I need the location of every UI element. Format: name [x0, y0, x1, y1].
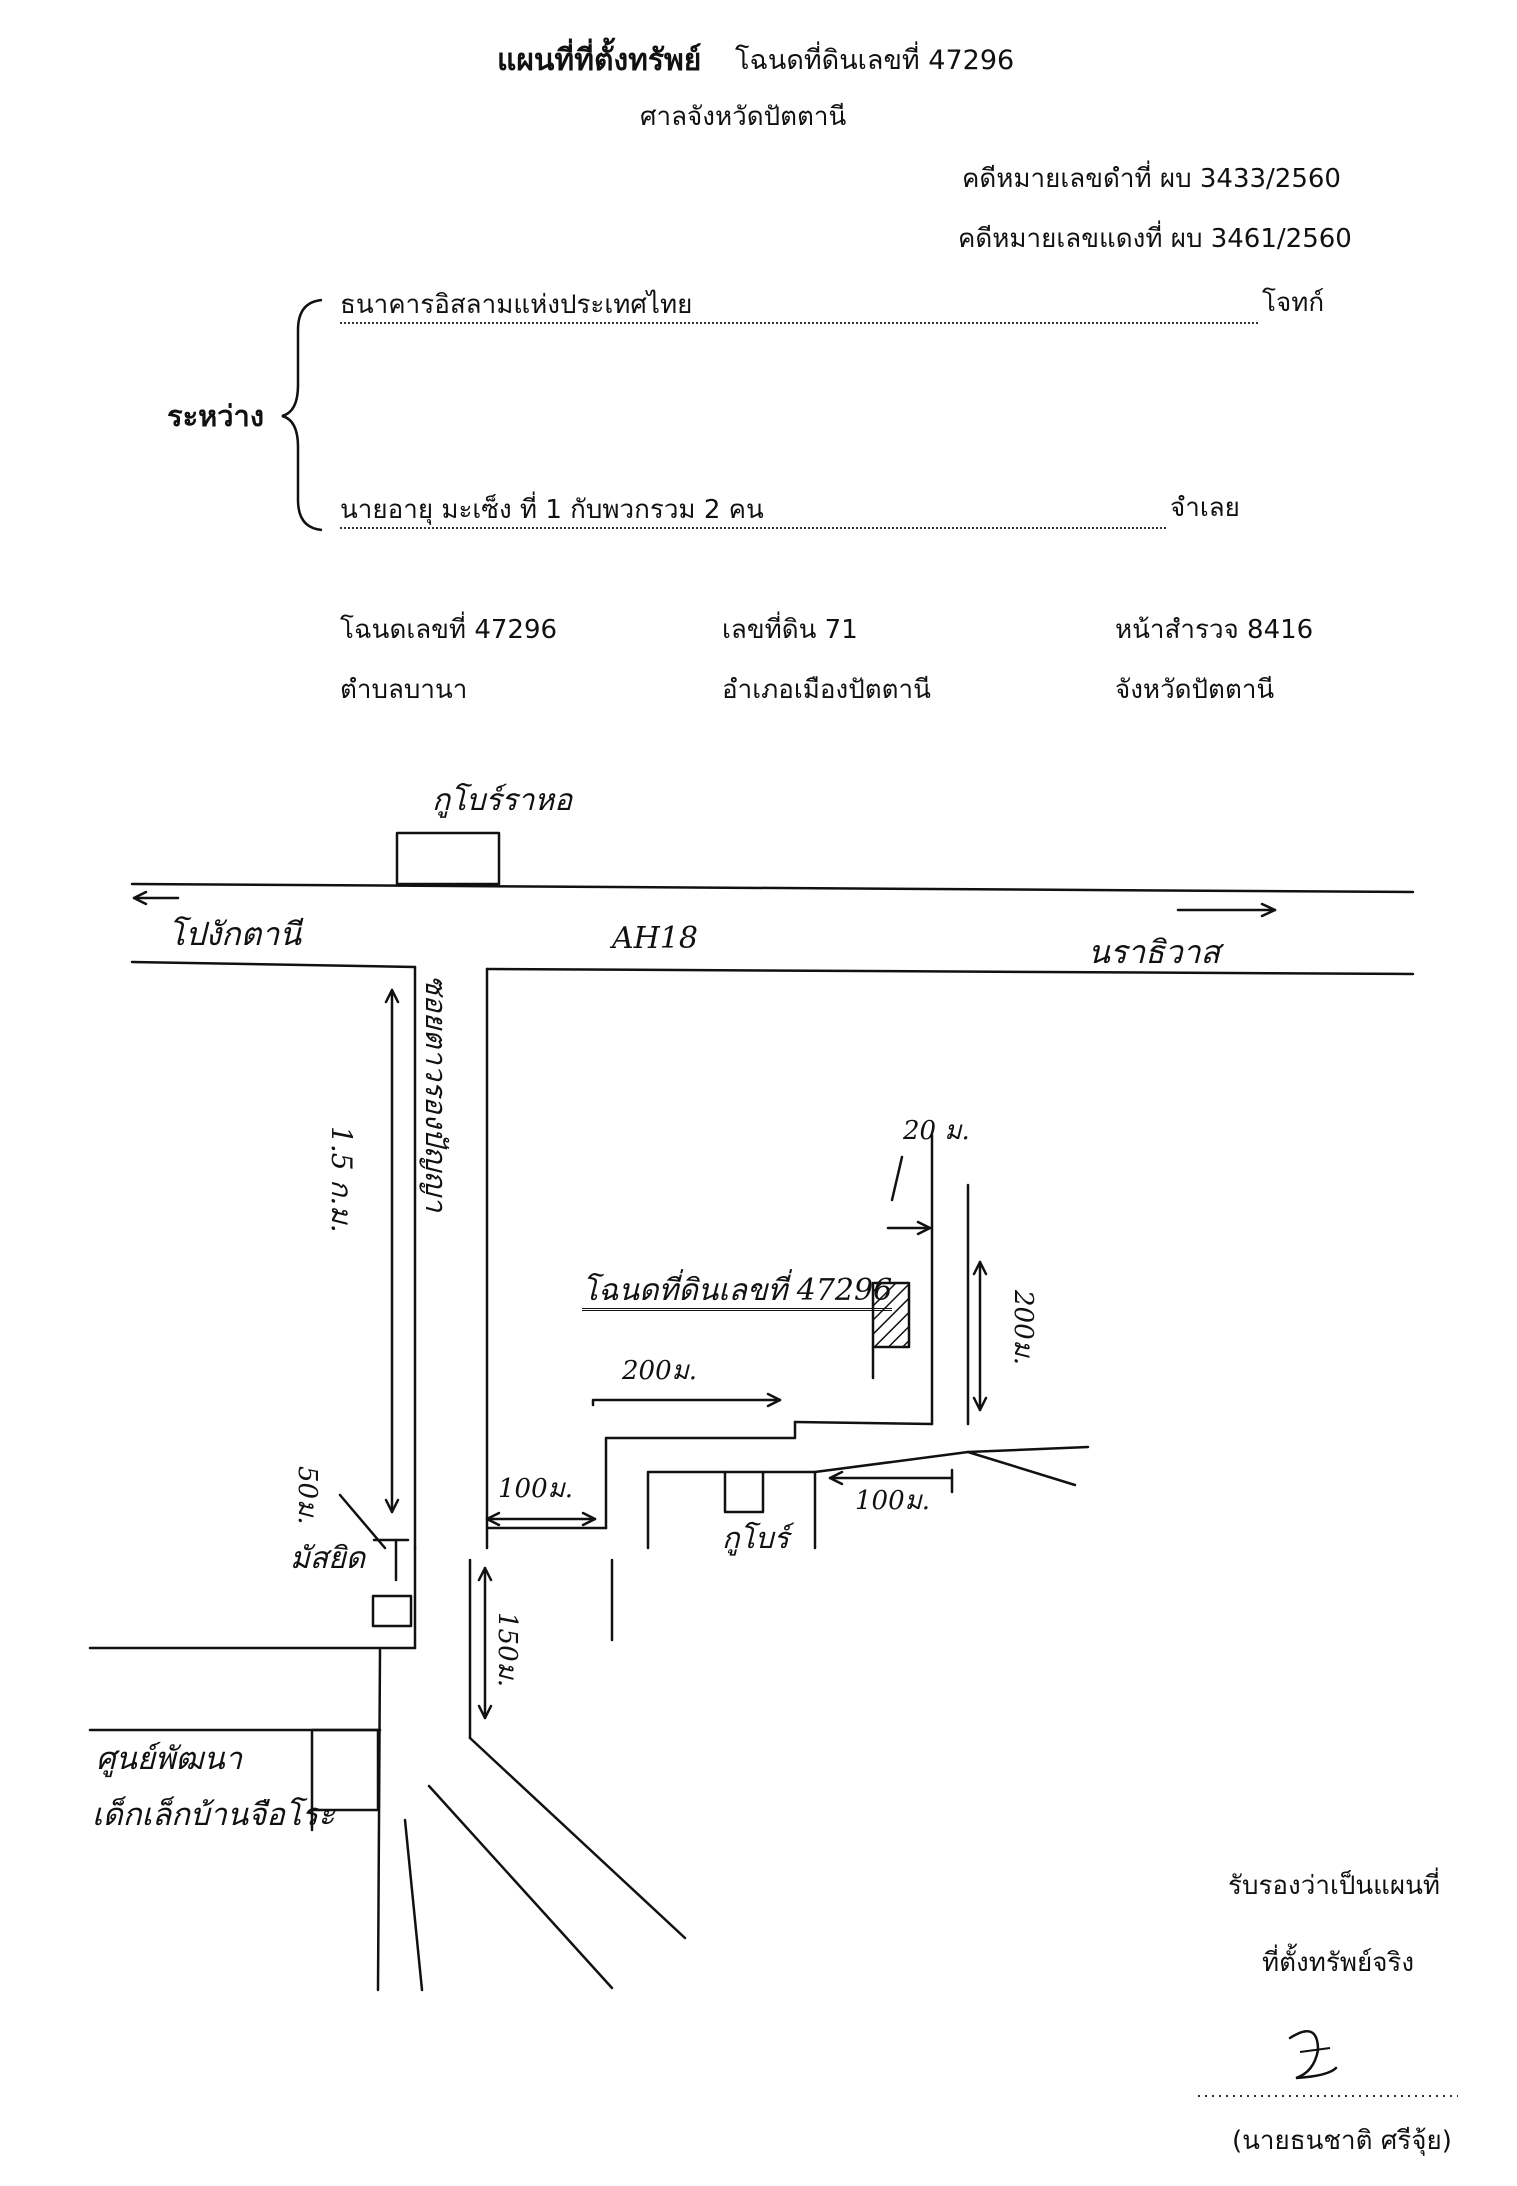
right-destination-label: นราธิวาส	[1088, 933, 1221, 971]
distance-150m-label: 150ม.	[492, 1612, 522, 1688]
mosque-label: มัสยิด	[290, 1541, 366, 1576]
district: อำเภอเมืองปัตตานี	[722, 675, 931, 705]
top-landmark-box	[395, 831, 501, 886]
highway-bottom-edge	[130, 960, 417, 969]
child-center-label-line2: เด็กเล็กบ้านจือโระ	[92, 1797, 335, 1833]
signer-name: (นายธนชาติ ศรีจุ้ย)	[1232, 2126, 1452, 2156]
highway-label: AH18	[612, 921, 699, 956]
defendant-name: นายอายุ มะเซ็ง ที่ 1 กับพวกรวม 2 คน	[340, 497, 1166, 529]
court-name: ศาลจังหวัดปัตตานี	[640, 102, 847, 132]
highway-top-edge	[130, 882, 1415, 894]
distance-20m-label: 20 ม.	[903, 1116, 970, 1146]
distance-50m-label: 50ม.	[292, 1466, 322, 1525]
defendant-role: จำเลย	[1170, 493, 1240, 523]
left-destination-label: โปงักตานี	[168, 915, 302, 953]
child-center-label-line1: ศูนย์พัฒนา	[96, 1741, 243, 1777]
province: จังหวัดปัตตานี	[1115, 675, 1275, 705]
subdistrict: ตำบลบานา	[340, 675, 468, 705]
distance-100m-right-label: 100ม.	[855, 1486, 931, 1516]
black-case-number: คดีหมายเลขดำที่ ผบ 3433/2560	[962, 164, 1341, 194]
distance-200m-top-label: 200ม.	[622, 1356, 698, 1386]
cemetery-label: กูโบร์	[722, 1521, 790, 1555]
mosque-box	[371, 1594, 413, 1628]
cemetery-box	[723, 1470, 765, 1514]
side-road-label: ซอยตาวรองปัญญา	[419, 975, 453, 1212]
distance-1-5km-label: 1.5 ก.ม.	[325, 1126, 358, 1233]
between-label: ระหว่าง	[167, 399, 264, 433]
certify-line-2: ที่ตั้งทรัพย์จริง	[1262, 1948, 1415, 1978]
subject-deed-label: โฉนดที่ดินเลขที่ 47296	[582, 1276, 893, 1311]
plaintiff-role: โจทก์	[1262, 288, 1325, 318]
red-case-number: คดีหมายเลขแดงที่ ผบ 3461/2560	[958, 224, 1352, 254]
deed-reference: โฉนดที่ดินเลขที่ 47296	[735, 45, 1015, 76]
survey-page: หน้าสำรวจ 8416	[1115, 615, 1314, 645]
plaintiff-name: ธนาคารอิสลามแห่งประเทศไทย	[340, 292, 1258, 324]
top-landmark-label: กูโบร์ราหอ	[432, 783, 573, 818]
document-title: แผนที่ที่ตั้งทรัพย์	[497, 43, 702, 78]
distance-100m-left-label: 100ม.	[498, 1474, 574, 1504]
land-number: เลขที่ดิน 71	[722, 615, 858, 645]
distance-200m-right-label: 200ม.	[1008, 1290, 1038, 1366]
certify-line-1: รับรองว่าเป็นแผนที่	[1228, 1871, 1441, 1901]
deed-number: โฉนดเลขที่ 47296	[340, 615, 558, 645]
